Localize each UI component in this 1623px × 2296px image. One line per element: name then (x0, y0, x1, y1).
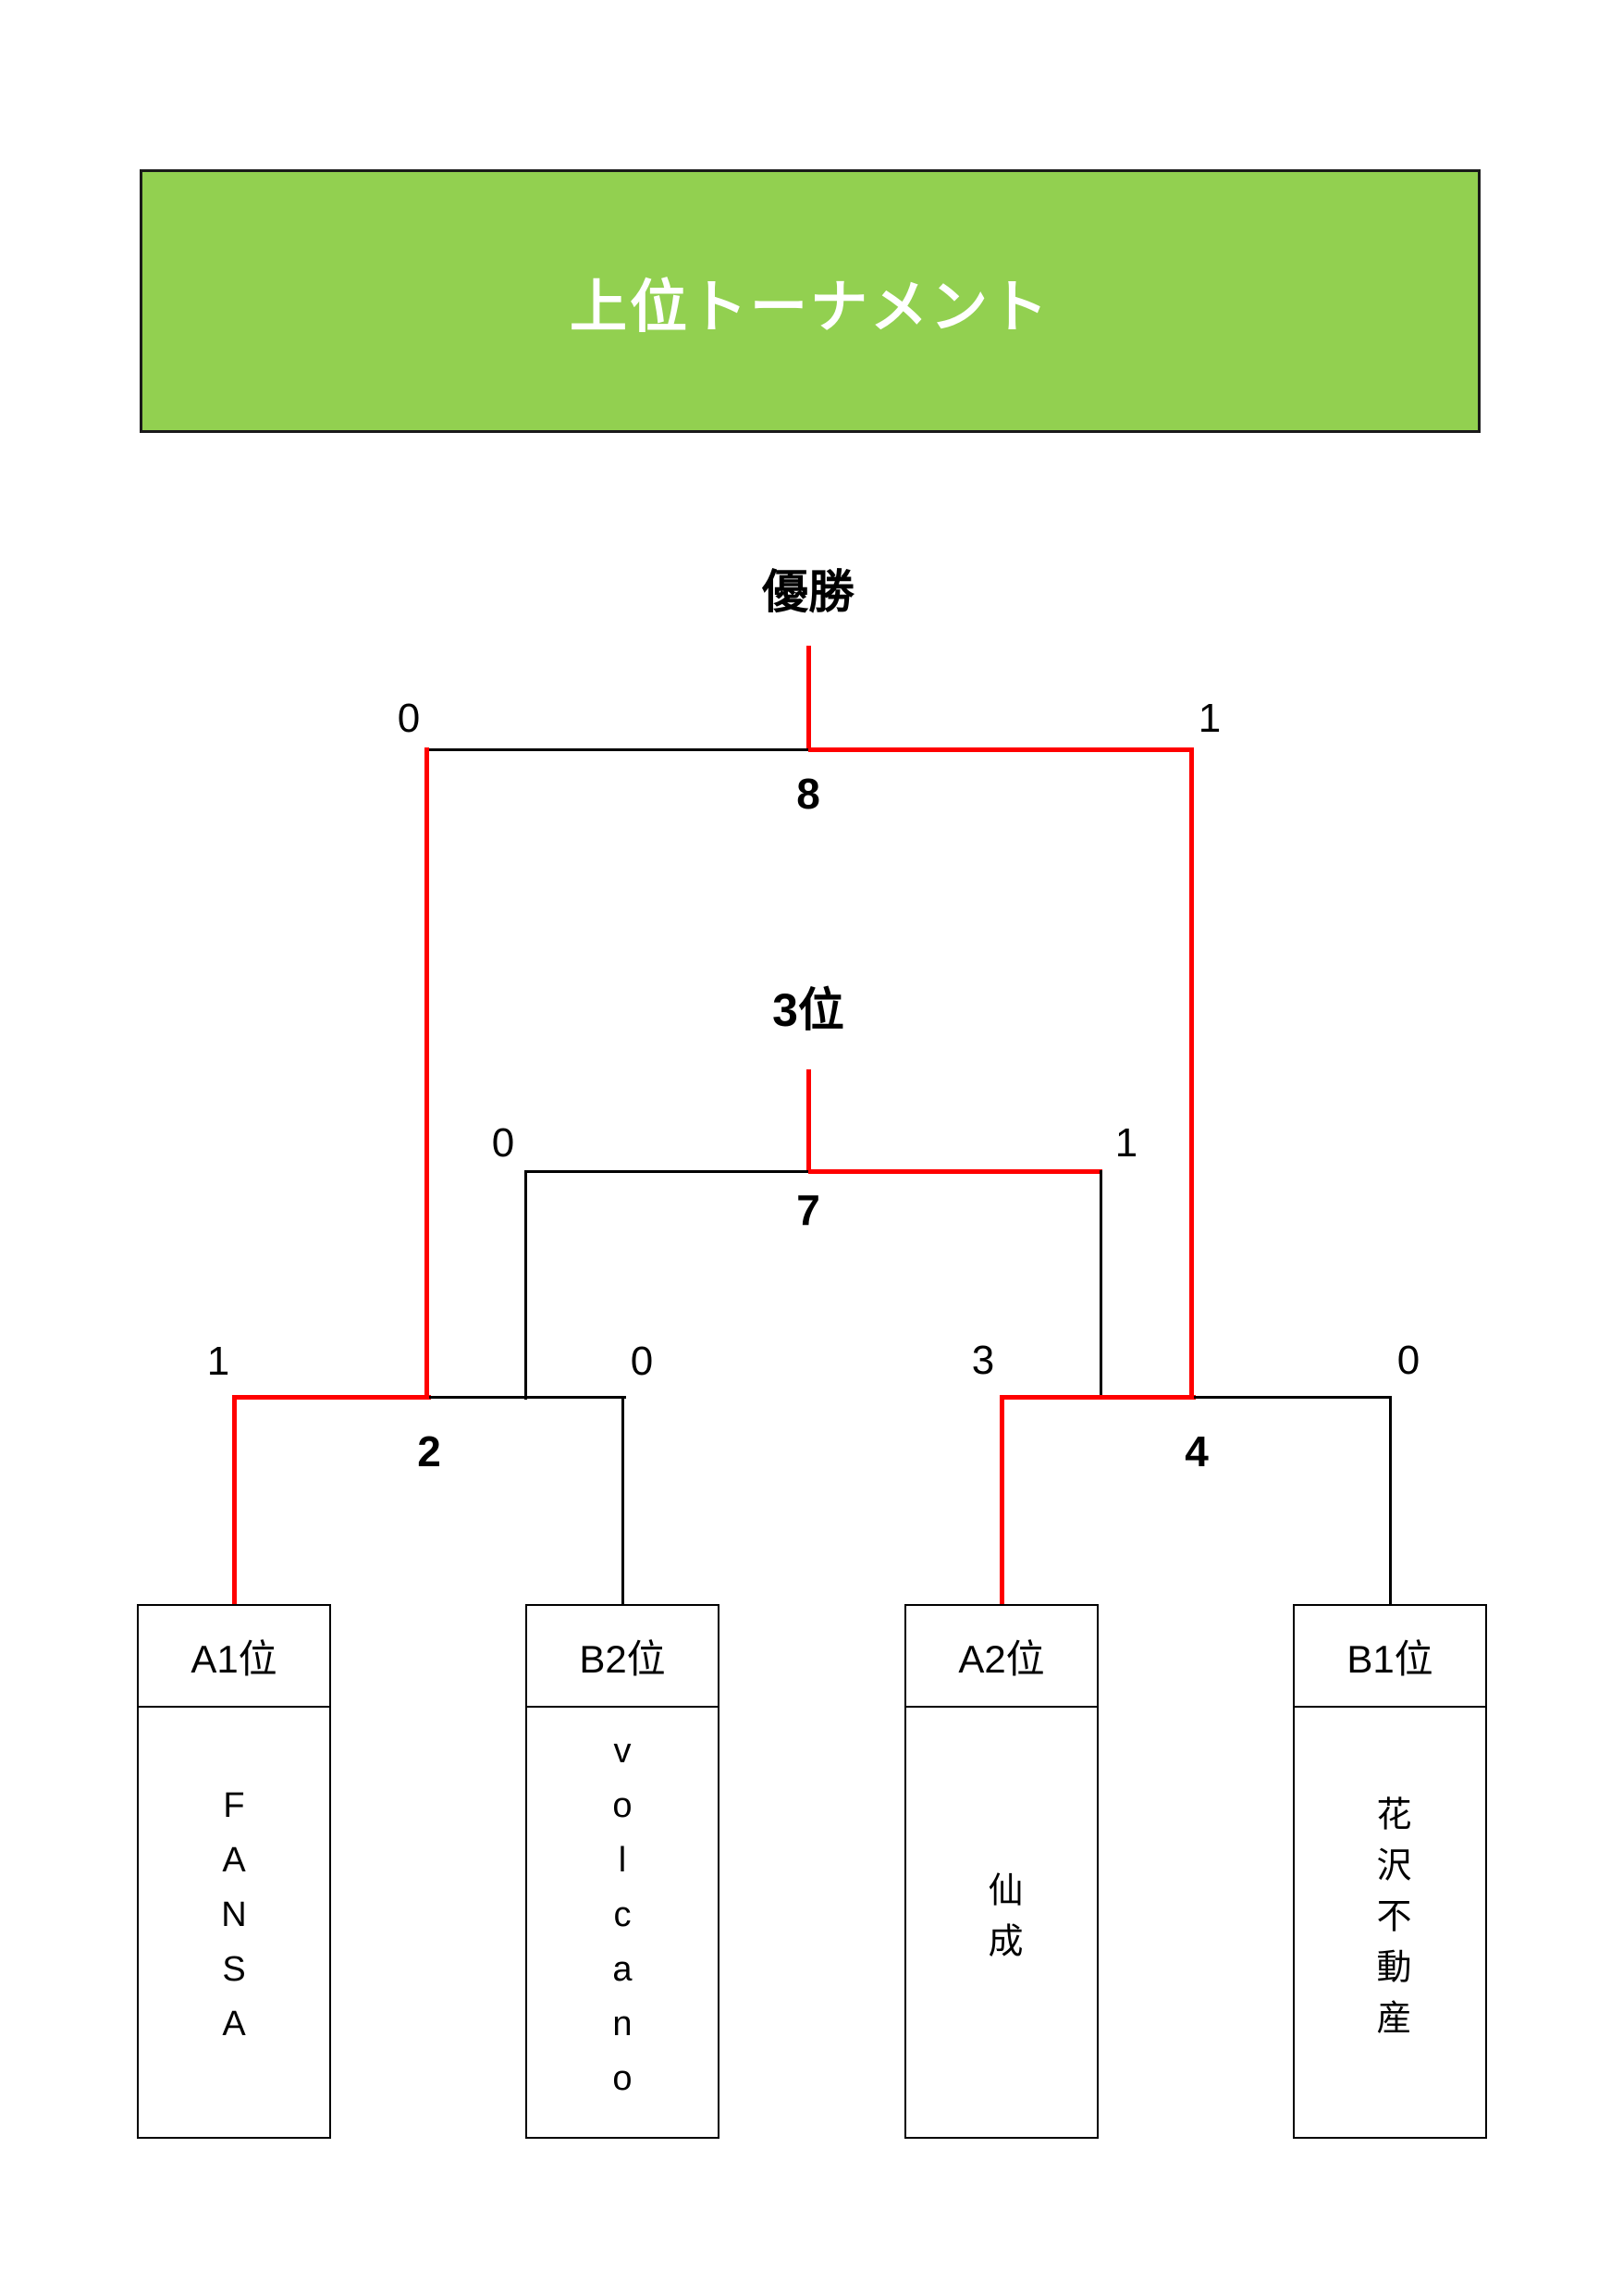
team-a1-connector-red (232, 1395, 237, 1606)
semifinal-left-right-score: 0 (630, 1339, 654, 1384)
third-place-match-number: 7 (796, 1186, 820, 1234)
third-place-drop-line (806, 1069, 811, 1173)
team-b1-name-area: 花沢不動産 (1295, 1708, 1485, 2137)
third-place-line-left-black (524, 1170, 810, 1173)
third-place-label: 3位 (772, 984, 844, 1036)
third-place-left-score: 0 (491, 1120, 515, 1166)
team-a1-seed-label: A1位 (139, 1606, 329, 1708)
final-left-score: 0 (397, 696, 421, 741)
team-box-b2: B2位 volcano (525, 1604, 719, 2139)
semifinal-right-left-score: 3 (971, 1338, 995, 1383)
champion-drop-line (806, 646, 811, 751)
team-box-b1: B1位 花沢不動産 (1293, 1604, 1487, 2139)
tournament-banner: 上位トーナメント (140, 169, 1481, 433)
team-b1-name: 花沢不動産 (1371, 1795, 1409, 2050)
tournament-title: 上位トーナメント (569, 275, 1051, 339)
team-b2-seed-label: B2位 (527, 1606, 718, 1708)
semifinal-left-left-score: 1 (206, 1339, 230, 1384)
semifinal-left-match-number: 2 (417, 1427, 441, 1475)
team-a2-connector-red (1000, 1395, 1004, 1606)
team-b2-name: volcano (603, 1731, 642, 2114)
champion-label: 優勝 (762, 566, 855, 618)
team-b2-connector-black (621, 1396, 624, 1606)
team-a2-name: 仙成 (982, 1871, 1021, 1973)
third-place-left-vertical-black (524, 1170, 527, 1400)
team-a1-name: FANSA (215, 1785, 253, 2059)
semifinal-left-line-right-black (429, 1396, 626, 1399)
team-box-a1: A1位 FANSA (137, 1604, 331, 2139)
team-a2-name-area: 仙成 (906, 1708, 1097, 2137)
team-b1-seed-label: B1位 (1295, 1606, 1485, 1708)
final-left-vertical-red (424, 747, 429, 1400)
team-b2-name-area: volcano (527, 1708, 718, 2137)
team-box-a2: A2位 仙成 (904, 1604, 1099, 2139)
semifinal-right-right-score: 0 (1396, 1338, 1420, 1383)
semifinal-left-line-left-red (232, 1395, 431, 1400)
final-right-score: 1 (1198, 696, 1222, 741)
semifinal-right-match-number: 4 (1185, 1427, 1209, 1475)
third-place-line-right-red (808, 1169, 1102, 1174)
semifinal-right-line-left-red (1000, 1395, 1196, 1400)
team-a2-seed-label: A2位 (906, 1606, 1097, 1708)
semifinal-right-line-right-black (1194, 1396, 1391, 1399)
final-right-vertical-red (1189, 747, 1194, 1400)
team-a1-name-area: FANSA (139, 1708, 329, 2137)
final-match-number: 8 (796, 770, 820, 818)
third-place-right-vertical-black (1100, 1170, 1102, 1400)
final-line-left-black (425, 748, 810, 751)
team-b1-connector-black (1389, 1396, 1392, 1606)
third-place-right-score: 1 (1114, 1120, 1138, 1166)
final-line-right-red (808, 747, 1193, 752)
